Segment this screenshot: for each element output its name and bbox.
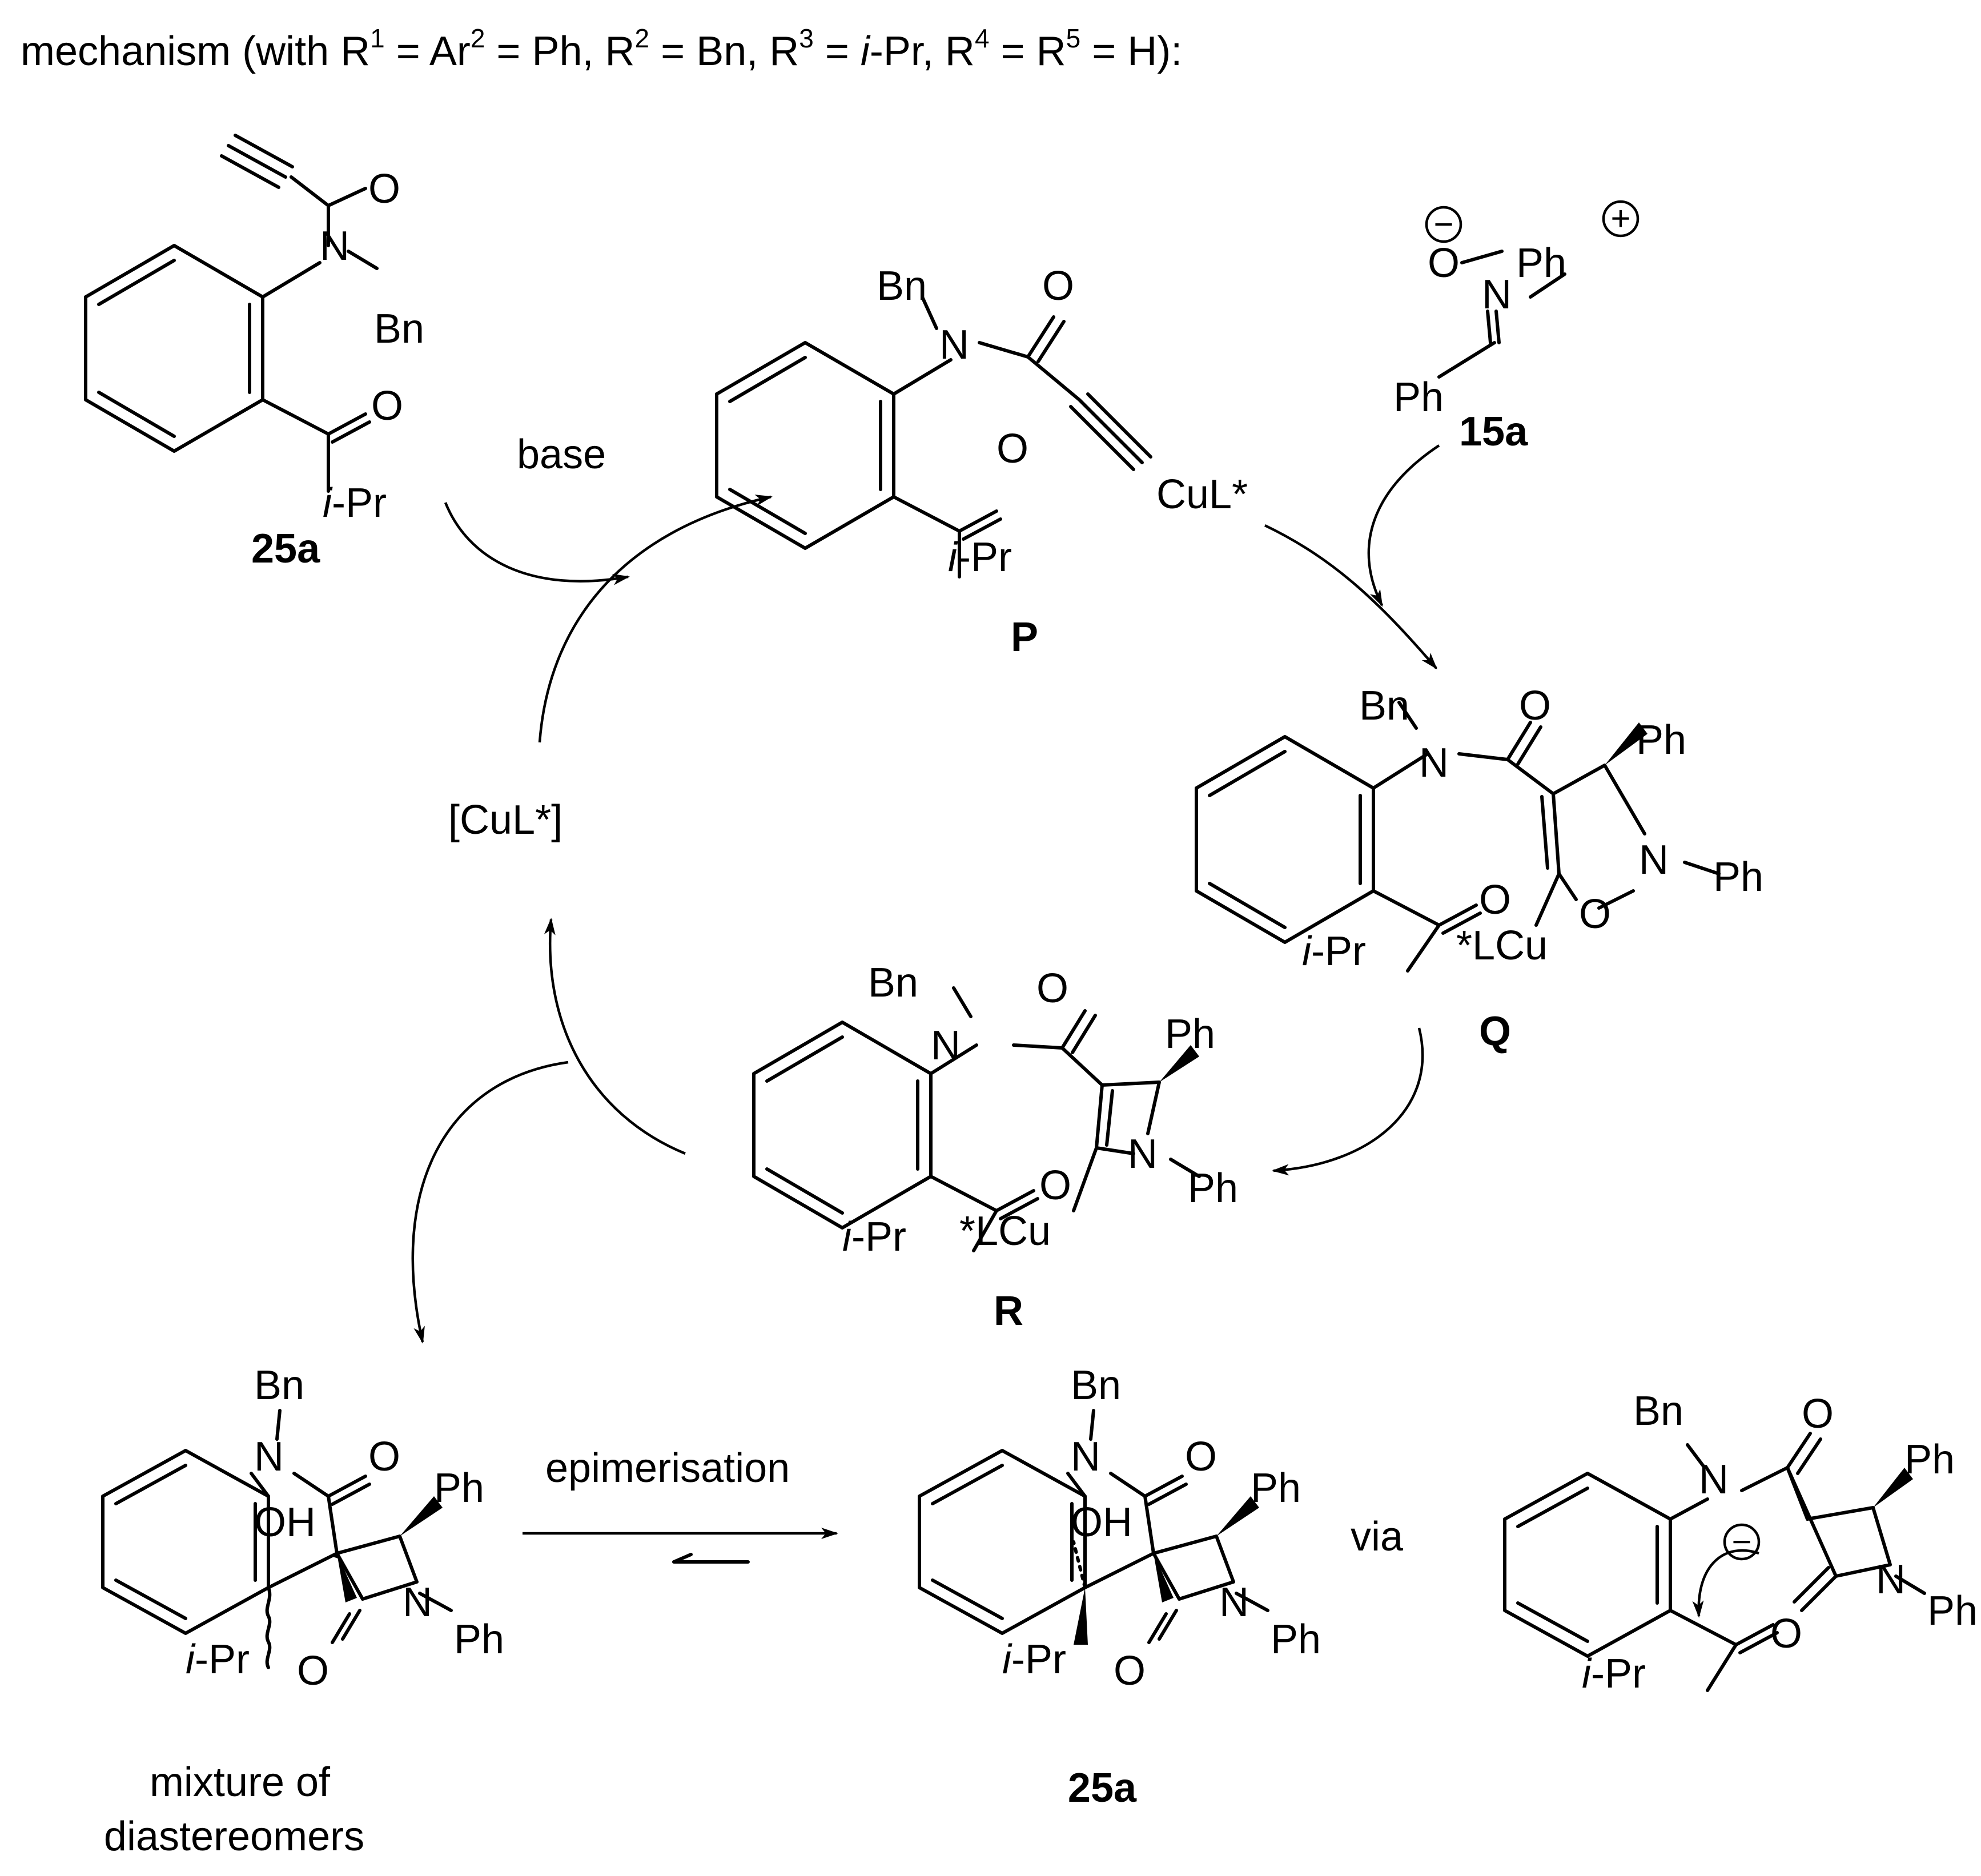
- atom-N: N: [1419, 740, 1449, 786]
- atom-O: O: [1428, 240, 1460, 286]
- atom-Ph: Ph: [1251, 1465, 1301, 1511]
- atom-Ph: Ph: [1393, 375, 1444, 420]
- atom-LCu: *LCu: [1456, 923, 1548, 969]
- minus-charge: −: [1731, 1523, 1751, 1561]
- compound-label-R: R: [994, 1288, 1023, 1334]
- atom-iPr: i-Pr: [1302, 929, 1366, 974]
- atom-O: O: [1519, 683, 1551, 729]
- via-label: via: [1351, 1514, 1404, 1560]
- mixture-label: diastereomers: [104, 1814, 364, 1859]
- atom-N: N: [1128, 1131, 1158, 1177]
- atom-O: O: [368, 1434, 400, 1480]
- intermediate-P-structure: Bn N O O CuL* i-Pr P: [715, 263, 1248, 660]
- atom-Bn: Bn: [1071, 1363, 1121, 1408]
- atom-CuL: CuL*: [1156, 472, 1248, 517]
- reagent-base: base: [517, 432, 606, 477]
- enolate-intermediate-structure: − Bn N O Ph N Ph O O O i-Pr: [1503, 1388, 1978, 1697]
- atom-N: N: [1639, 837, 1669, 883]
- atom-Ph: Ph: [1636, 717, 1686, 763]
- atom-N: N: [931, 1023, 961, 1068]
- atom-N: N: [939, 322, 969, 368]
- atom-OH: OH: [1071, 1500, 1132, 1545]
- atom-Ph: Ph: [434, 1465, 484, 1511]
- atom-O: O: [1036, 966, 1068, 1011]
- atom-iPr: i-Pr: [1582, 1651, 1646, 1697]
- atom-Ph: Ph: [1516, 240, 1566, 286]
- atom-Ph: Ph: [454, 1617, 504, 1662]
- atom-OH: OH: [254, 1500, 316, 1545]
- atom-Ph: Ph: [1927, 1588, 1978, 1634]
- diastereomer-mixture-structure: Bn N O OH Ph N Ph O i-Pr mixture of dias…: [101, 1363, 504, 1859]
- atom-O: O: [297, 1648, 329, 1694]
- nitrone-15a-structure: O N Ph − + Ph 15a: [1393, 199, 1640, 455]
- atom-LCu: *LCu: [959, 1208, 1051, 1254]
- atom-N: N: [1699, 1457, 1729, 1503]
- atom-O: O: [1479, 877, 1511, 923]
- epimerisation-label: epimerisation: [545, 1445, 790, 1491]
- atom-N: N: [1071, 1434, 1100, 1480]
- atom-Ph: Ph: [1904, 1437, 1955, 1483]
- compound-label-25a: 25a: [251, 526, 320, 572]
- atom-iPr: i-Pr: [323, 480, 387, 526]
- atom-N: N: [1482, 272, 1512, 318]
- atom-N: N: [320, 223, 349, 269]
- atom-N: N: [1876, 1557, 1906, 1602]
- compound-label-P: P: [1011, 614, 1038, 660]
- compound-label-25a-product: 25a: [1068, 1765, 1137, 1811]
- atom-iPr: i-Pr: [186, 1637, 250, 1682]
- atom-Bn: Bn: [868, 960, 918, 1006]
- scheme-title: mechanism (with R1 = Ar2 = Ph, R2 = Bn, …: [21, 23, 1183, 74]
- atom-iPr: i-Pr: [1002, 1637, 1066, 1682]
- compound-25a-structure: N O Bn O i-Pr 25a: [84, 134, 424, 572]
- atom-N: N: [403, 1580, 432, 1625]
- atom-N: N: [254, 1434, 284, 1480]
- atom-O: O: [1185, 1434, 1217, 1480]
- atom-O: O: [1802, 1391, 1834, 1437]
- product-25a-structure: Bn N O OH Ph N Ph O i-Pr 25a: [918, 1363, 1321, 1811]
- atom-Ph: Ph: [1165, 1011, 1215, 1057]
- minus-charge: −: [1433, 205, 1453, 243]
- atom-O: O: [1770, 1611, 1802, 1657]
- atom-Bn: Bn: [374, 306, 424, 352]
- atom-O: O: [371, 383, 403, 429]
- atom-Bn: Bn: [254, 1363, 304, 1408]
- atom-Ph: Ph: [1713, 854, 1763, 900]
- atom-O: O: [1114, 1648, 1146, 1694]
- atom-O: O: [996, 426, 1028, 472]
- mixture-label: mixture of: [150, 1759, 331, 1805]
- intermediate-R-structure: Bn N O Ph N Ph O i-Pr *LCu R: [752, 960, 1238, 1334]
- plus-charge: +: [1610, 199, 1630, 238]
- compound-label-Q: Q: [1479, 1009, 1511, 1054]
- atom-O: O: [1039, 1163, 1071, 1208]
- atom-N: N: [1219, 1580, 1249, 1625]
- atom-Ph: Ph: [1271, 1617, 1321, 1662]
- atom-iPr: i-Pr: [948, 535, 1012, 580]
- catalyst-label: [CuL*]: [448, 797, 562, 843]
- atom-Bn: Bn: [1359, 683, 1409, 729]
- atom-Bn: Bn: [877, 263, 927, 309]
- compound-label-15a: 15a: [1459, 409, 1528, 455]
- atom-Bn: Bn: [1633, 1388, 1683, 1434]
- atom-iPr: i-Pr: [842, 1214, 906, 1260]
- atom-Ph: Ph: [1188, 1166, 1238, 1211]
- intermediate-Q-structure: Bn N O Ph N Ph O O i-Pr *LCu Q: [1195, 683, 1763, 1054]
- atom-O: O: [1579, 891, 1611, 937]
- atom-O: O: [368, 166, 400, 212]
- cycle-arrows: [411, 444, 1440, 1564]
- atom-O: O: [1042, 263, 1074, 309]
